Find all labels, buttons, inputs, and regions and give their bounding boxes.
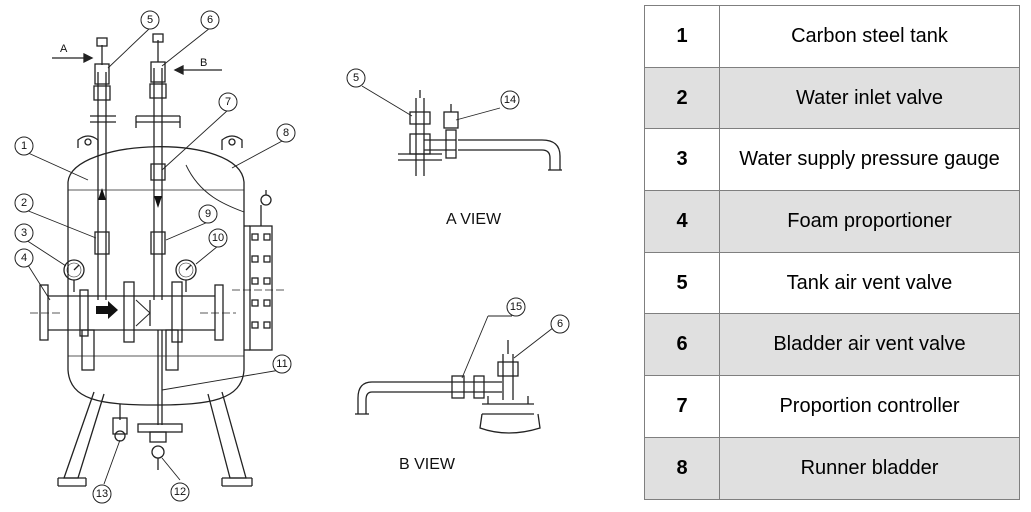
table-row: 1 Carbon steel tank: [644, 5, 1020, 68]
callout-1: [14, 136, 34, 156]
callout-4-label: 4: [21, 252, 27, 264]
part-number: 4: [644, 190, 720, 253]
right-pressure-gauge: [175, 259, 197, 292]
callout-8-label: 8: [283, 127, 289, 139]
part-number: 1: [644, 5, 720, 68]
callout-14-label: 14: [504, 94, 516, 106]
callout-10-label: 10: [212, 232, 224, 244]
callout-5b-label: 5: [353, 72, 359, 84]
part-description: Runner bladder: [719, 436, 1020, 500]
part-description: Proportion controller: [719, 375, 1020, 438]
down-arrow-icon: [154, 196, 162, 208]
main-tank: [67, 135, 245, 406]
parts-legend-table: 1 Carbon steel tank 2 Water inlet valve …: [644, 5, 1020, 500]
proportioner-supports: [81, 329, 179, 425]
part-number: 5: [644, 251, 720, 315]
a-view-label: A VIEW: [446, 211, 502, 228]
callout-10: [208, 228, 228, 248]
callout-13: [92, 484, 112, 504]
table-row: 7 Proportion controller: [644, 375, 1020, 438]
up-arrow-icon: [98, 188, 106, 200]
callout-leaders: [25, 27, 559, 485]
bottom-drain-valves: [112, 404, 183, 470]
table-row: 3 Water supply pressure gauge: [644, 128, 1020, 192]
table-row: 2 Water inlet valve: [644, 66, 1020, 130]
section-a-label: A: [60, 43, 68, 55]
callout-6-label: 6: [207, 14, 213, 26]
part-description: Water inlet valve: [719, 66, 1020, 130]
side-sight-glass: [232, 190, 284, 351]
a-view-drawing: [398, 90, 562, 176]
callout-12-label: 12: [174, 486, 186, 498]
part-number: 8: [644, 436, 720, 500]
tank-legs: [57, 391, 253, 487]
part-number: 6: [644, 313, 720, 377]
callout-2: [14, 193, 34, 213]
tank-diagram: 1 2 3 4 5 6 7 8 9 10 11 12 13 14 15 6 5 …: [14, 10, 570, 504]
callout-13-label: 13: [96, 488, 108, 500]
part-description: Tank air vent valve: [719, 251, 1020, 315]
right-riser-pipe: [135, 33, 181, 300]
flow-arrow-icon: [96, 301, 118, 319]
table-row: 4 Foam proportioner: [644, 190, 1020, 253]
callout-6b: [550, 314, 570, 334]
b-view-drawing: [355, 340, 541, 434]
callout-7-label: 7: [225, 96, 231, 108]
table-row: 5 Tank air vent valve: [644, 251, 1020, 315]
section-b-label: B: [200, 57, 207, 69]
callout-3-label: 3: [21, 227, 27, 239]
part-description: Water supply pressure gauge: [719, 128, 1020, 192]
callout-3: [14, 223, 34, 243]
callout-14: [500, 90, 520, 110]
callout-15-label: 15: [510, 301, 522, 313]
table-row: 6 Bladder air vent valve: [644, 313, 1020, 377]
callout-11: [272, 354, 292, 374]
callout-7: [218, 92, 238, 112]
left-pressure-gauge: [63, 259, 85, 292]
callout-2-label: 2: [21, 197, 27, 209]
callout-8: [276, 123, 296, 143]
b-view-label: B VIEW: [399, 456, 456, 473]
callout-15: [506, 297, 526, 317]
callout-6: [200, 10, 220, 30]
callout-5: [140, 10, 160, 30]
part-number: 3: [644, 128, 720, 192]
callout-6b-label: 6: [557, 318, 563, 330]
callout-4: [14, 248, 34, 268]
left-riser-pipe: [90, 37, 116, 300]
callout-9-label: 9: [205, 208, 211, 220]
callout-1-label: 1: [21, 140, 27, 152]
callout-11-label: 11: [276, 358, 287, 370]
part-description: Carbon steel tank: [719, 5, 1020, 68]
callout-9: [198, 204, 218, 224]
foam-proportioner-pipe: [30, 281, 236, 343]
section-markers: [52, 52, 222, 76]
part-number: 2: [644, 66, 720, 130]
callout-12: [170, 482, 190, 502]
part-description: Bladder air vent valve: [719, 313, 1020, 377]
part-number: 7: [644, 375, 720, 438]
callout-5b: [346, 68, 366, 88]
part-description: Foam proportioner: [719, 190, 1020, 253]
callout-5-label: 5: [147, 14, 153, 26]
table-row: 8 Runner bladder: [644, 436, 1020, 500]
